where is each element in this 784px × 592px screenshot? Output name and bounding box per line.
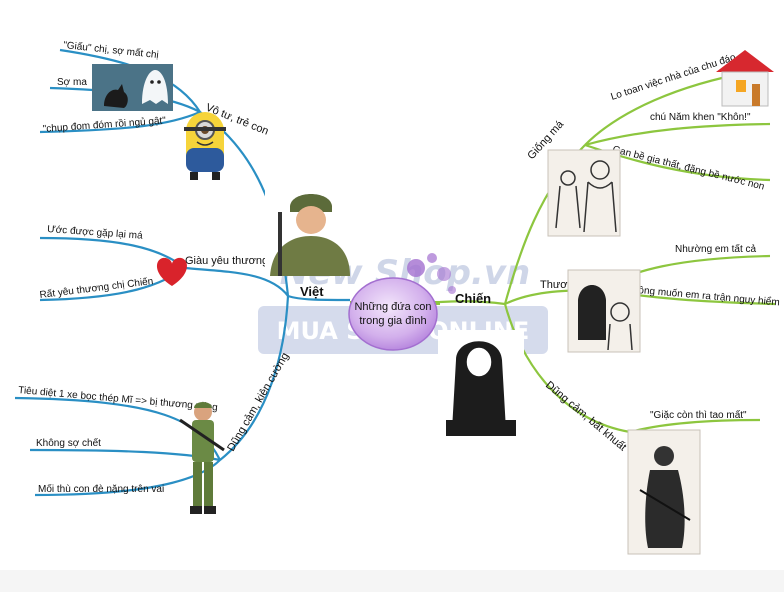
viet-main-branch	[287, 294, 351, 302]
decor-bubble	[407, 259, 425, 277]
center-node[interactable]: Những đứa con trong gia đình	[348, 253, 456, 351]
viet-branches	[14, 48, 351, 497]
viet-name: Việt	[300, 284, 324, 299]
decor-bubble	[437, 267, 451, 281]
leaf-line	[29, 448, 221, 462]
chien-leaf-5: Không muốn em ra trận nguy hiểm	[626, 283, 780, 308]
chien-leaf-6: "Giặc còn thì tao mất"	[650, 409, 747, 421]
viet-branch-love-label: Giàu yêu thương	[185, 255, 268, 267]
mother-sketch-illustration	[547, 149, 621, 237]
viet-leaf-8: Mối thù con đè nặng trên vai	[38, 483, 164, 495]
chien-leaf-2: chú Năm khen "Khôn!"	[650, 112, 751, 123]
viet-leaf-3: "chụp đom đóm rồi ngủ gật"	[42, 114, 166, 135]
viet-leaf-1: "Giấu" chị, sợ mất chị	[63, 39, 160, 61]
center-bubble	[348, 277, 438, 351]
footer-band	[0, 570, 784, 592]
viet-leaf-2: Sợ ma	[57, 77, 87, 88]
chien-leaf-4: Nhường em tất cả	[675, 243, 757, 255]
chien-portrait-illustration	[438, 330, 524, 440]
chien-main-branch	[439, 300, 506, 306]
center-title-line2: trong gia đình	[359, 315, 426, 327]
viet-leaf-7: Không sợ chết	[36, 437, 101, 449]
ghost-cat-illustration	[92, 64, 173, 111]
chien-branch-brave-label: Dũng cảm, bất khuất	[543, 379, 628, 453]
leaf-line	[39, 110, 201, 134]
leaf-line	[584, 122, 771, 147]
viet-branch-brave-label: Dũng cảm, kiên cường	[225, 351, 291, 454]
soldier-portrait-illustration	[265, 190, 350, 276]
siblings-sketch-illustration	[567, 269, 641, 353]
chien-leaf-1: Lo toan việc nhà của chu đáo	[609, 51, 737, 103]
chien-branch-brave	[503, 303, 631, 434]
standing-soldier-illustration	[179, 402, 225, 514]
viet-branch-love	[184, 266, 289, 297]
chien-sketch-illustration	[627, 429, 701, 555]
decor-bubble	[427, 253, 437, 263]
decor-bubble	[448, 286, 456, 294]
heart-icon	[157, 257, 187, 286]
chien-name: Chiến	[455, 291, 491, 306]
chien-leaf-3: Gan bề gia thất, đặng bề nước non	[611, 143, 765, 192]
house-icon	[716, 50, 774, 107]
minion-illustration	[184, 112, 226, 180]
center-title-line1: Những đứa con	[354, 301, 431, 313]
viet-branch-brave	[219, 295, 290, 461]
